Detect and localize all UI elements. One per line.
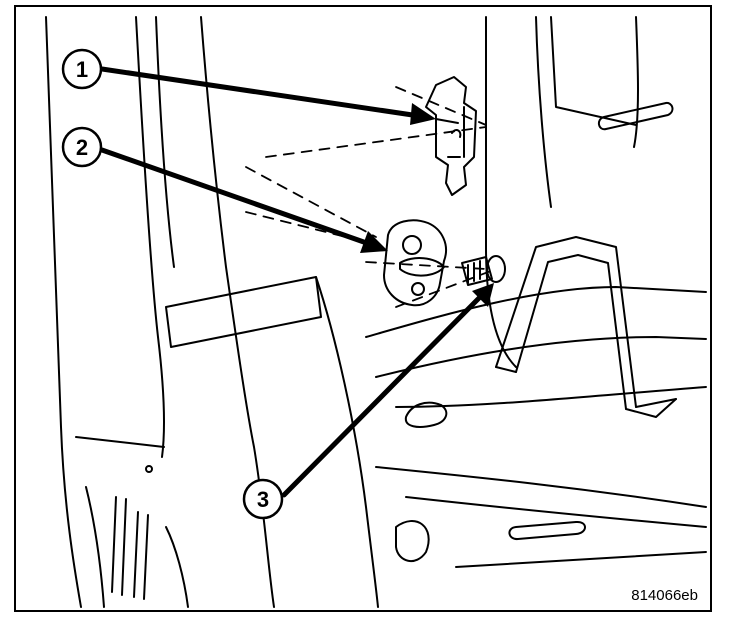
callout-2: 2 (61, 126, 103, 168)
leader-3 (281, 288, 489, 498)
figure-code: 814066eb (631, 587, 698, 604)
callout-number: 2 (76, 135, 88, 160)
leader-1 (99, 66, 429, 120)
callout-leaders (99, 66, 489, 498)
striker-bolt (461, 255, 506, 286)
door-pillar (45, 16, 379, 608)
striker-upper (425, 76, 477, 196)
callout-circle (61, 126, 103, 168)
arrowhead-1 (410, 103, 436, 125)
callout-circle (61, 48, 103, 90)
callout-number: 1 (76, 57, 88, 82)
callout-3: 3 (242, 478, 284, 520)
diagram-frame: 1 2 3 814066eb (14, 5, 712, 612)
callout-circle (242, 478, 284, 520)
body-panel (365, 16, 707, 568)
arrowhead-3 (472, 283, 494, 307)
arrowhead-2 (360, 231, 388, 253)
seat-bracket (495, 236, 677, 418)
callout-number: 3 (257, 487, 269, 512)
door-striker-illustration: 1 2 3 (45, 16, 707, 608)
leader-2 (99, 147, 381, 250)
callout-arrowheads (360, 103, 494, 307)
alignment-lines (245, 86, 497, 308)
callout-1: 1 (61, 48, 103, 90)
